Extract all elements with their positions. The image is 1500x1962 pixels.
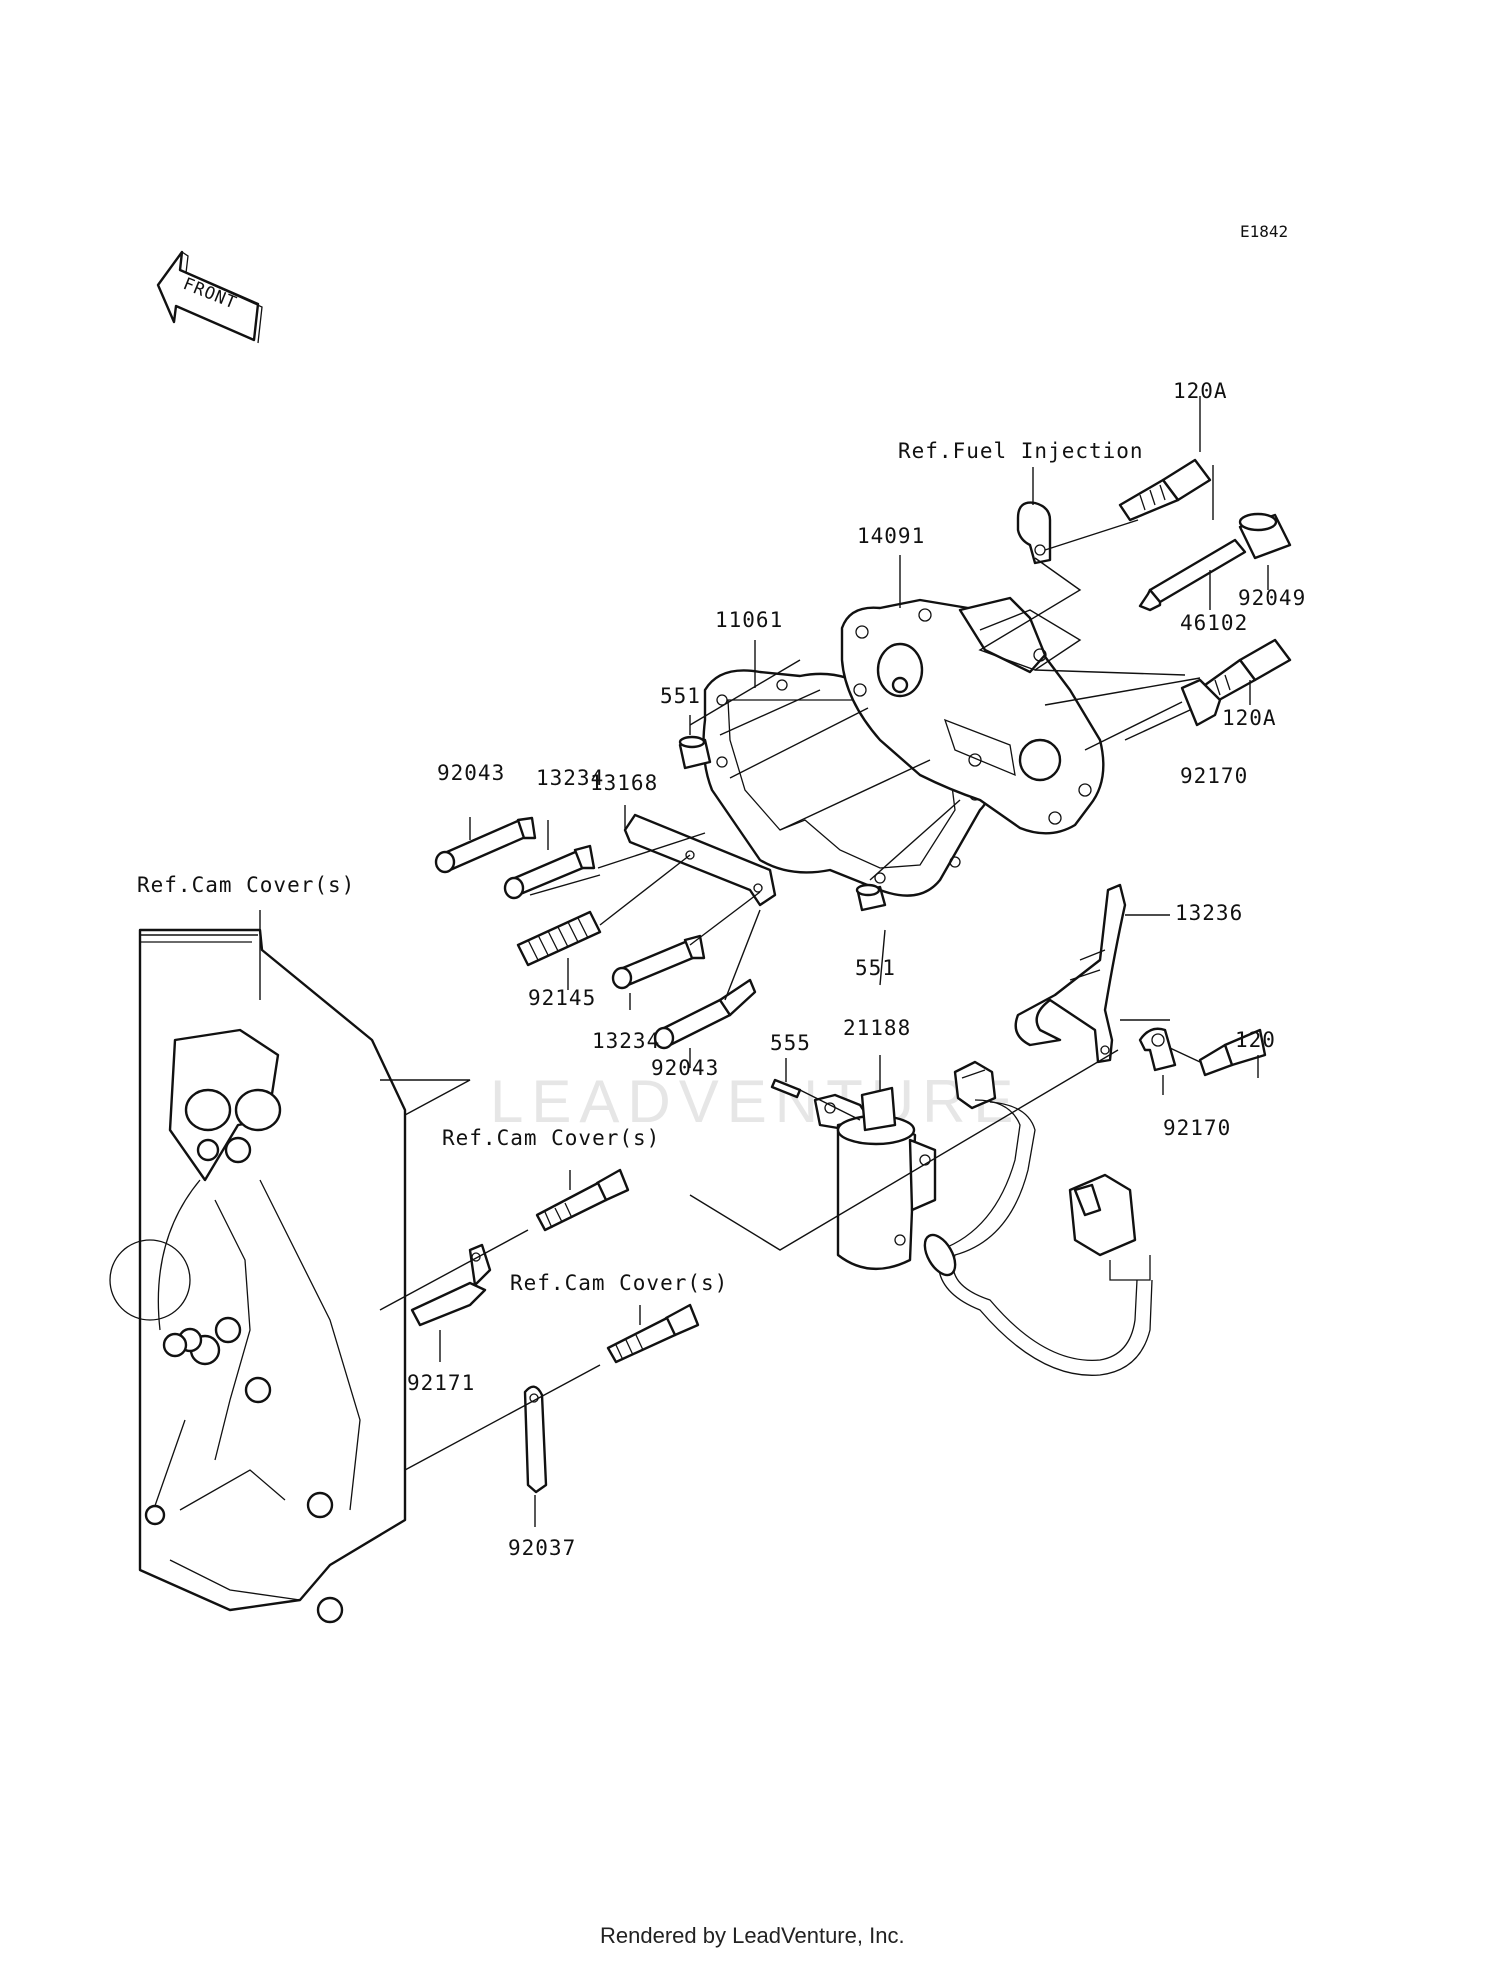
label-92145: 92145 [528,986,596,1010]
label-92049: 92049 [1238,586,1306,610]
label-21188: 21188 [843,1016,911,1040]
label-13168: 13168 [590,771,658,795]
label-92043-top: 92043 [437,761,505,785]
clamp-92170-low [1138,1027,1177,1072]
cover-14091 [840,596,1105,835]
label-120a-top: 120A [1173,379,1228,403]
label-13234-low: 13234 [592,1029,660,1053]
bolt-120 [1198,1028,1267,1077]
front-arrow-icon: FRONT [156,250,263,344]
label-46102: 46102 [1180,611,1248,635]
spring-92145 [516,910,602,967]
pin-92043-low [653,978,757,1050]
dowel-551-low [855,883,887,912]
bolt-cam-cover-low [606,1303,700,1364]
shaft-46102 [1138,538,1247,612]
label-92171: 92171 [407,1371,475,1395]
bolt-120a-top [1118,458,1212,522]
bolt-cam-cover-mid [535,1168,630,1232]
label-13236: 13236 [1175,901,1243,925]
pin-555 [770,1078,802,1099]
watermark: LEADVENTURE [490,1068,1021,1135]
label-11061: 11061 [715,608,783,632]
collar-92049 [1238,512,1292,560]
label-92043-low: 92043 [651,1056,719,1080]
ref-cam-cover-left: Ref.Cam Cover(s) [137,873,355,897]
strap-92037 [523,1385,548,1494]
label-551-low: 551 [855,956,896,980]
clamp-92171 [410,1243,492,1327]
label-14091: 14091 [857,524,925,548]
clamp-92170-top [1180,678,1222,727]
dowel-551-top [678,735,712,770]
ref-fuel-injection: Ref.Fuel Injection [898,439,1144,463]
engine-block [109,928,407,1624]
diagram-code: E1842 [1240,222,1288,241]
label-13234-top: 13234 [536,766,604,790]
lever-13168 [623,813,777,907]
label-120: 120 [1235,1028,1276,1052]
ref-cam-cover-low: Ref.Cam Cover(s) [510,1271,728,1295]
solenoid-21188 [813,1086,937,1271]
footer-credit: Rendered by LeadVenture, Inc. [600,1923,905,1948]
pin-13234-top [503,844,596,900]
pin-13234-low [611,934,706,990]
label-555: 555 [770,1031,811,1055]
label-92037: 92037 [508,1536,576,1560]
leader-lines [140,396,1269,1527]
bracket-13236 [1014,883,1127,1064]
label-551-top: 551 [660,684,701,708]
wire-harness [923,1060,1153,1376]
label-120a-right: 120A [1222,706,1277,730]
label-92170-top: 92170 [1180,764,1248,788]
label-92170-low: 92170 [1163,1116,1231,1140]
fuel-injection-clamp [1016,501,1052,565]
pin-92043-top [434,816,537,874]
ref-cam-cover-mid: Ref.Cam Cover(s) [442,1126,660,1150]
